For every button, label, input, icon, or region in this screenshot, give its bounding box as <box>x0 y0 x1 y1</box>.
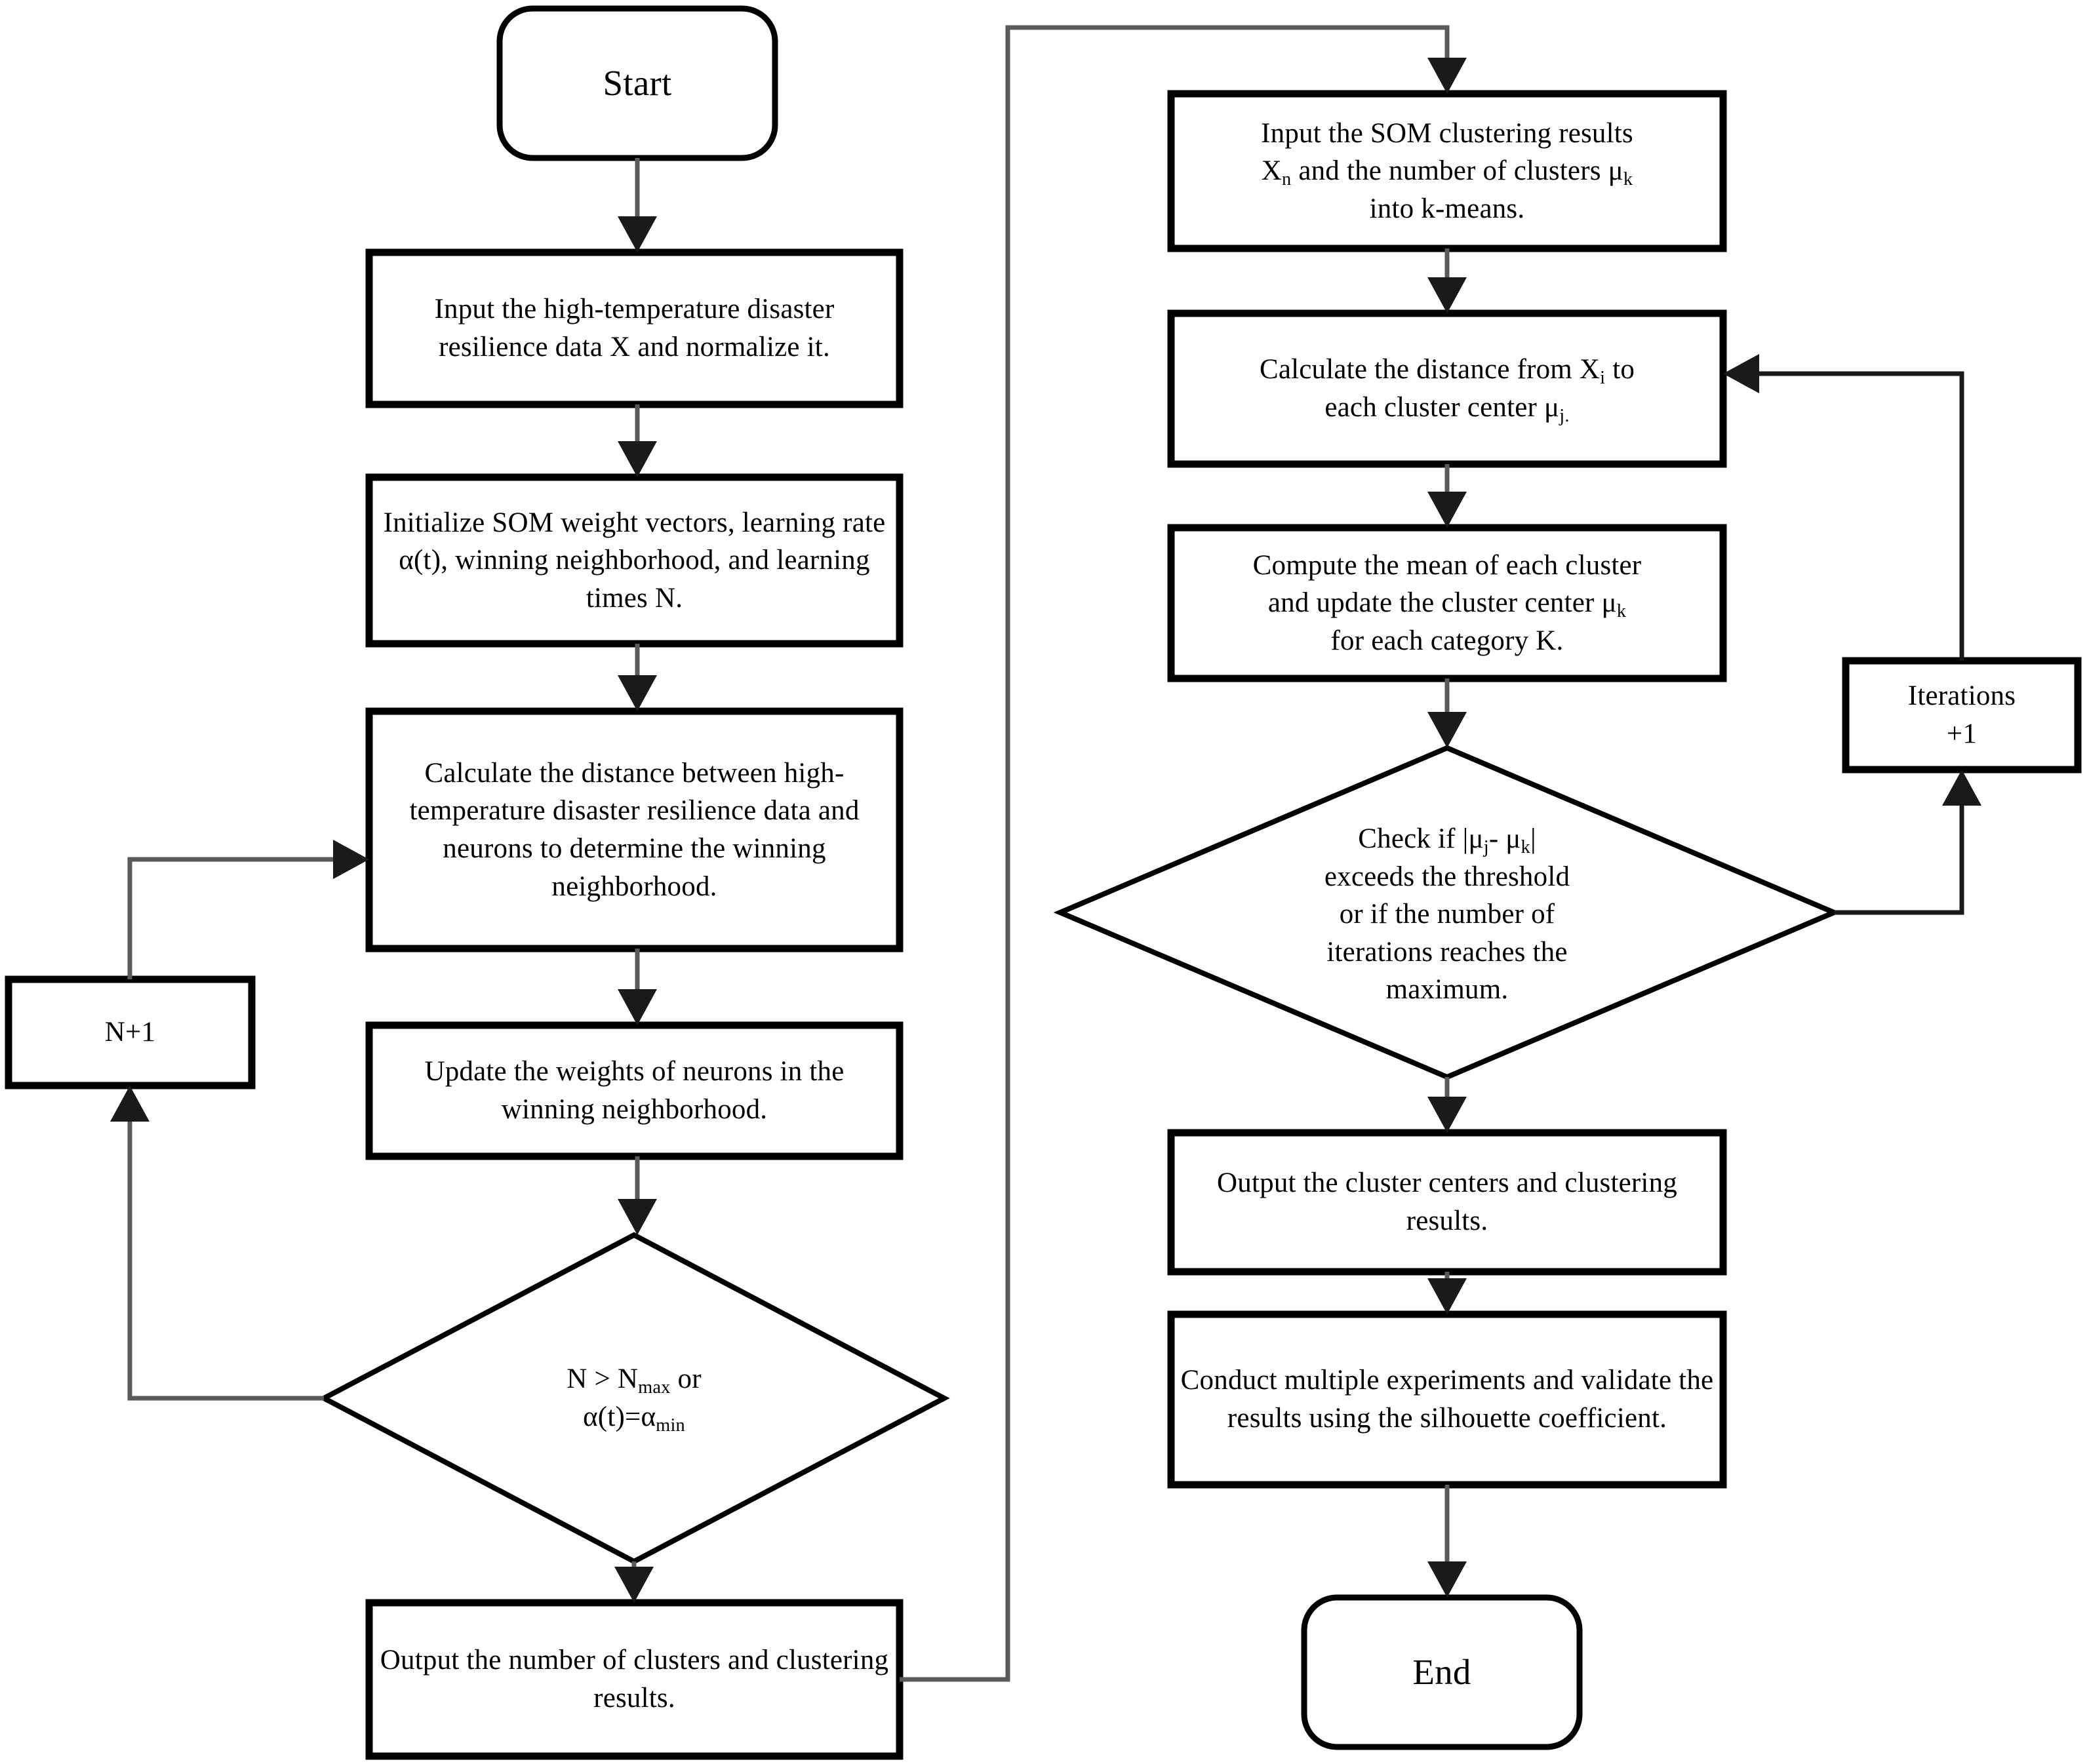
shape-compute-mean[interactable] <box>1167 524 1727 682</box>
shape-n-plus-1[interactable] <box>5 975 256 1089</box>
arrowhead-output-clusters <box>614 1567 654 1603</box>
arrowhead-calc-distance-kmeans <box>1427 277 1467 313</box>
edge-decision-som-to-n-plus-1 <box>127 1114 324 1401</box>
arrowhead-iterations <box>1942 770 1981 806</box>
shape-calc-distance-som[interactable] <box>365 707 904 952</box>
arrowhead-decision-som <box>618 1199 657 1235</box>
edge-iterations-to-calc-distance-kmeans <box>1752 371 1964 661</box>
arrowhead-n-plus-1 <box>110 1086 149 1122</box>
arrowhead-decision-kmeans <box>1427 712 1467 748</box>
shape-init-som[interactable] <box>365 473 904 648</box>
shape-conduct-experiments[interactable] <box>1167 1310 1727 1489</box>
arrowhead-calc-distance-kmeans-right <box>1723 354 1759 393</box>
shape-update-weights[interactable] <box>365 1021 904 1160</box>
arrowhead-update-weights <box>618 989 657 1025</box>
arrowhead-input-kmeans <box>1427 58 1467 94</box>
arrowhead-output-centers <box>1427 1097 1467 1133</box>
shape-decision-kmeans[interactable] <box>1053 745 1841 1080</box>
arrowhead-init-som <box>618 441 657 477</box>
shape-input-kmeans[interactable] <box>1167 90 1727 252</box>
arrowhead-input-data <box>618 216 657 252</box>
arrowhead-calc-distance-som <box>618 675 657 711</box>
shape-output-centers[interactable] <box>1167 1129 1727 1276</box>
shape-iterations-plus-1[interactable] <box>1842 657 2082 774</box>
shape-start[interactable] <box>496 5 778 161</box>
arrowhead-calc-distance-left <box>333 840 369 879</box>
shape-output-clusters[interactable] <box>365 1599 904 1760</box>
arrowhead-conduct-experiments <box>1427 1278 1467 1314</box>
shape-calc-distance-kmeans[interactable] <box>1167 309 1727 468</box>
arrowhead-compute-mean <box>1427 492 1467 528</box>
edge-decision-kmeans-to-iterations <box>1834 798 1964 915</box>
arrowhead-end <box>1427 1561 1467 1597</box>
shape-end[interactable] <box>1301 1594 1583 1750</box>
shape-decision-som[interactable] <box>318 1232 950 1565</box>
edge-n-plus-1-to-calc-distance <box>127 857 342 979</box>
edge-output-clusters-to-input-kmeans <box>900 25 1450 1682</box>
shape-input-data[interactable] <box>365 248 904 408</box>
